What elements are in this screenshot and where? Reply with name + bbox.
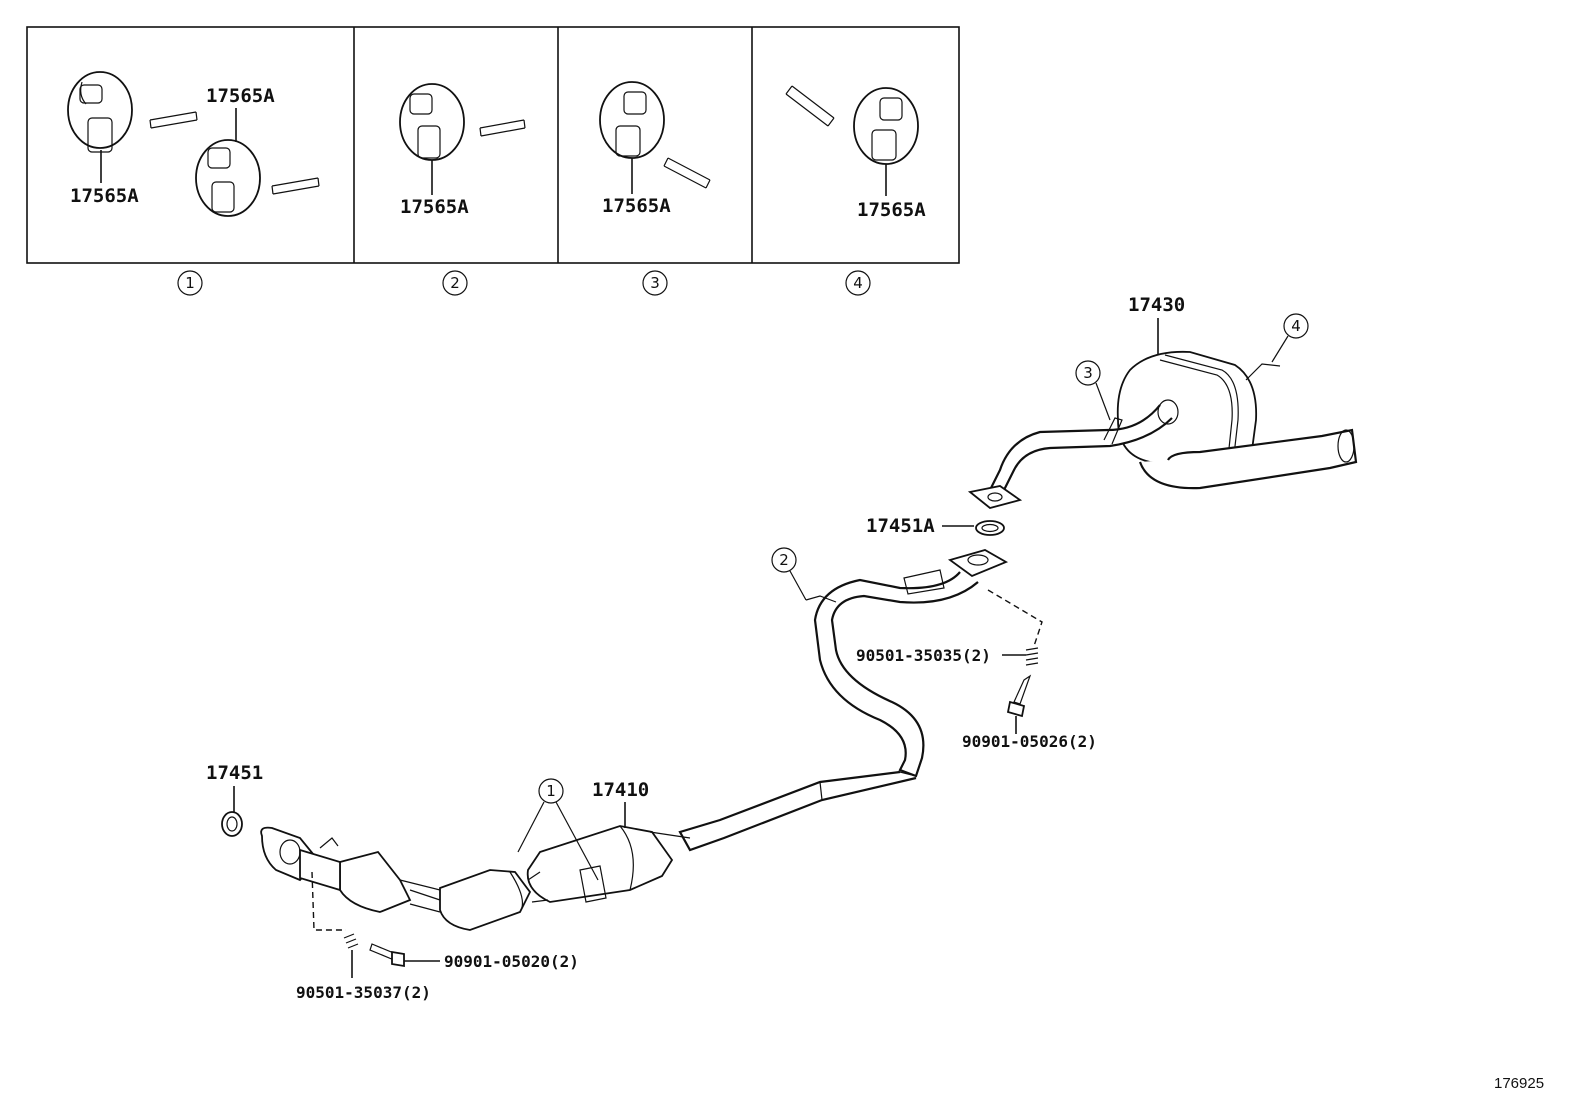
panel-4-hangers xyxy=(785,85,919,196)
panel-3-hangers xyxy=(599,81,711,194)
rubber-hanger-icon xyxy=(195,139,261,217)
callout-2: 2 xyxy=(771,547,837,603)
rubber-hanger-icon xyxy=(853,87,919,165)
label-17410: 17410 xyxy=(592,779,649,801)
label-17565a: 17565A xyxy=(602,195,671,217)
rubber-hanger-icon xyxy=(399,83,465,161)
rubber-hanger-icon xyxy=(599,81,665,159)
label-90501-35037: 90501-35037(2) xyxy=(296,983,431,1002)
bolt-icon xyxy=(369,943,405,968)
rubber-hanger-icon xyxy=(67,71,133,153)
diagram-id: 176925 xyxy=(1494,1075,1544,1092)
spring-icon xyxy=(343,933,359,949)
detail-number-4: 4 xyxy=(845,270,871,296)
label-17565a: 17565A xyxy=(400,196,469,218)
front-pipe-assembly xyxy=(260,549,1009,931)
svg-text:3: 3 xyxy=(650,274,660,292)
panel-1-hangers xyxy=(67,71,320,217)
svg-text:3: 3 xyxy=(1083,364,1093,382)
svg-text:1: 1 xyxy=(546,782,556,800)
label-17565a: 17565A xyxy=(206,85,275,107)
svg-text:4: 4 xyxy=(853,274,863,292)
bolt-icon xyxy=(1006,674,1032,718)
callout-4: 4 xyxy=(1271,313,1309,363)
gasket-ring-icon xyxy=(975,520,1005,536)
label-90901-05026: 90901-05026(2) xyxy=(962,732,1097,751)
svg-text:4: 4 xyxy=(1291,317,1301,335)
svg-text:1: 1 xyxy=(185,274,195,292)
label-17565a: 17565A xyxy=(857,199,926,221)
label-17565a: 17565A xyxy=(70,185,139,207)
detail-frame xyxy=(26,26,960,264)
gasket-ring-icon xyxy=(221,811,243,837)
detail-panels xyxy=(26,26,960,264)
label-17451a: 17451A xyxy=(866,515,935,537)
panel-2-hangers xyxy=(399,83,526,195)
label-17451: 17451 xyxy=(206,762,263,784)
callout-1: 1 xyxy=(517,778,599,881)
spring-icon xyxy=(1025,647,1039,666)
detail-number-1: 1 xyxy=(177,270,203,296)
svg-text:2: 2 xyxy=(779,551,789,569)
label-90901-05020: 90901-05020(2) xyxy=(444,952,579,971)
label-90501-35035: 90501-35035(2) xyxy=(856,646,991,665)
callout-3: 3 xyxy=(1075,360,1111,421)
muffler-assembly xyxy=(967,350,1358,509)
detail-number-2: 2 xyxy=(442,270,468,296)
detail-number-3: 3 xyxy=(642,270,668,296)
label-17430: 17430 xyxy=(1128,294,1185,316)
svg-text:2: 2 xyxy=(450,274,460,292)
